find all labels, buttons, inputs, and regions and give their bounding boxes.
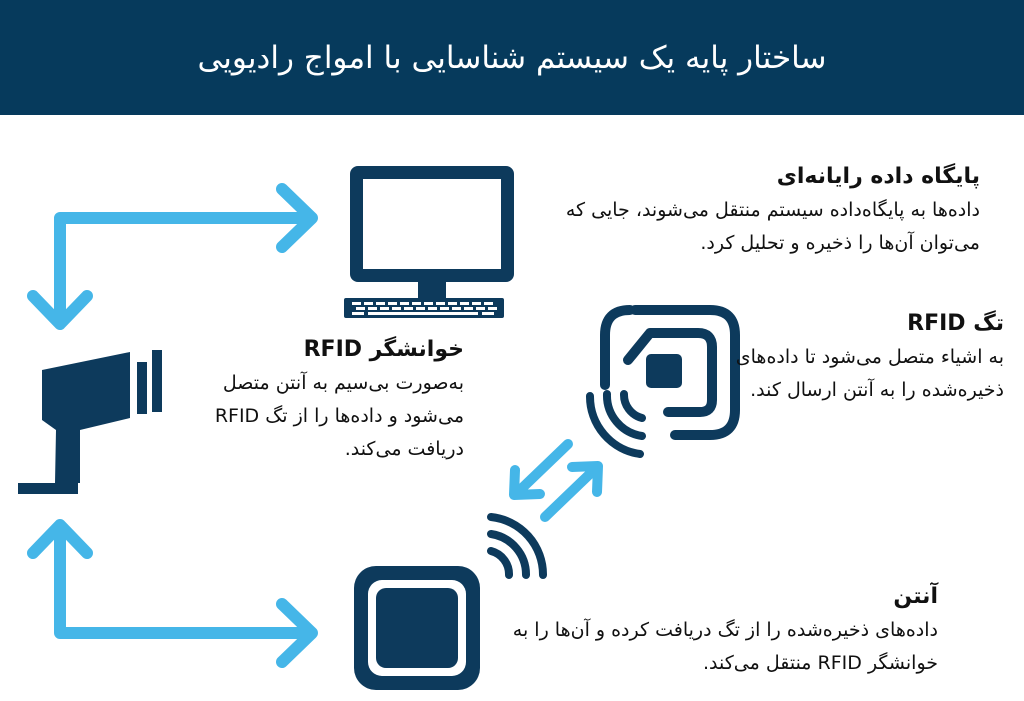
antenna-wave-icon: [487, 513, 548, 579]
database-info: پایگاه داده رایانه‌ای داده‌ها به پایگاه‌…: [510, 160, 980, 260]
database-title: پایگاه داده رایانه‌ای: [776, 164, 980, 189]
antenna-title: آنتن: [893, 584, 938, 609]
arrow-antenna-tag-exchange: [509, 439, 603, 522]
antenna-info: آنتن داده‌های ذخیره‌شده را از تگ دریافت …: [468, 580, 938, 680]
tag-description: به اشیاء متصل می‌شود تا داده‌های ذخیره‌ش…: [735, 346, 1004, 401]
arrow-reader-to-computer: [27, 183, 318, 330]
tag-title: تگ RFID: [907, 311, 1004, 336]
arrow-reader-to-antenna: [27, 519, 318, 668]
reader-title: خوانشگر RFID: [303, 337, 464, 362]
computer-monitor-icon: [344, 166, 514, 318]
database-description: داده‌ها به پایگاه‌داده سیستم منتقل می‌شو…: [565, 199, 980, 254]
page-title: ساختار پایه یک سیستم شناسایی با امواج را…: [197, 39, 827, 76]
tag-info: تگ RFID به اشیاء متصل می‌شود تا داده‌های…: [734, 307, 1004, 407]
barcode-scanner-icon: [18, 350, 162, 494]
rfid-tag-icon: [585, 305, 740, 458]
reader-info: خوانشگر RFID به‌صورت بی‌سیم به آنتن متصل…: [194, 333, 464, 466]
tag-wave-icon: [585, 390, 646, 458]
reader-description: به‌صورت بی‌سیم به آنتن متصل می‌شود و داد…: [214, 372, 464, 460]
antenna-square-icon: [354, 513, 548, 690]
header-banner: ساختار پایه یک سیستم شناسایی با امواج را…: [0, 0, 1024, 115]
antenna-description: داده‌های ذخیره‌شده را از تگ دریافت کرده …: [512, 619, 938, 674]
